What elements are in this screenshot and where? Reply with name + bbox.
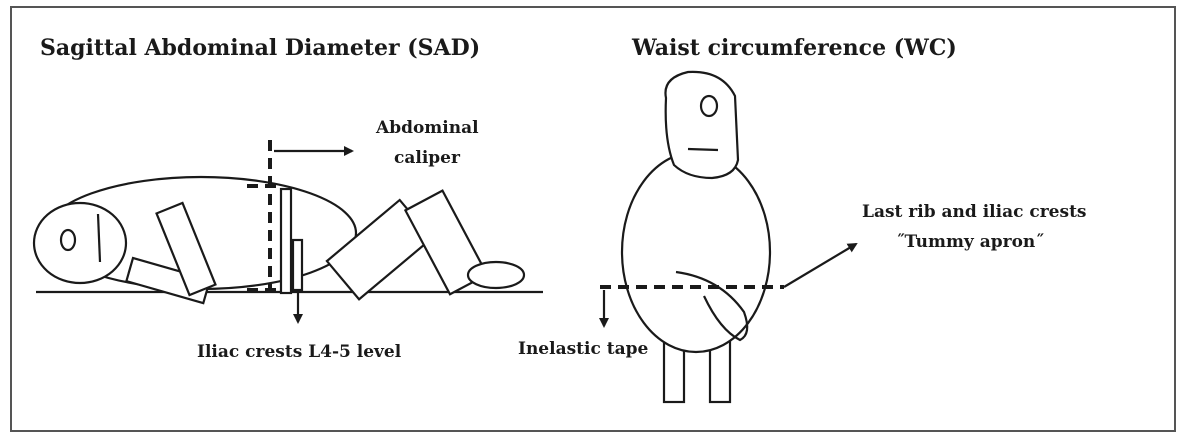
caliper-slider bbox=[293, 240, 302, 290]
foot-shape bbox=[468, 262, 524, 288]
tape-label: Inelastic tape bbox=[518, 339, 649, 359]
site-pointer-arrow bbox=[784, 244, 856, 287]
site-label-line2: ˝Tummy apron˝ bbox=[896, 232, 1044, 252]
sad-title: Sagittal Abdominal Diameter (SAD) bbox=[40, 35, 480, 61]
head-shape bbox=[665, 72, 738, 178]
site-label-line1: Last rib and iliac crests bbox=[862, 202, 1087, 222]
head-shape bbox=[34, 203, 126, 283]
caliper-bar bbox=[281, 189, 291, 293]
lying-figure bbox=[34, 177, 524, 303]
sad-panel: Sagittal Abdominal Diameter (SAD) bbox=[34, 35, 543, 362]
caliper-label-line1: Abdominal bbox=[375, 118, 479, 138]
level-label: Iliac crests L4-5 level bbox=[197, 342, 402, 362]
wc-title: Waist circumference (WC) bbox=[631, 35, 957, 61]
caliper-label-line2: caliper bbox=[394, 148, 461, 168]
mouth-line bbox=[688, 149, 718, 150]
wc-panel: Waist circumference (WC) Last rib and il… bbox=[518, 35, 1087, 402]
